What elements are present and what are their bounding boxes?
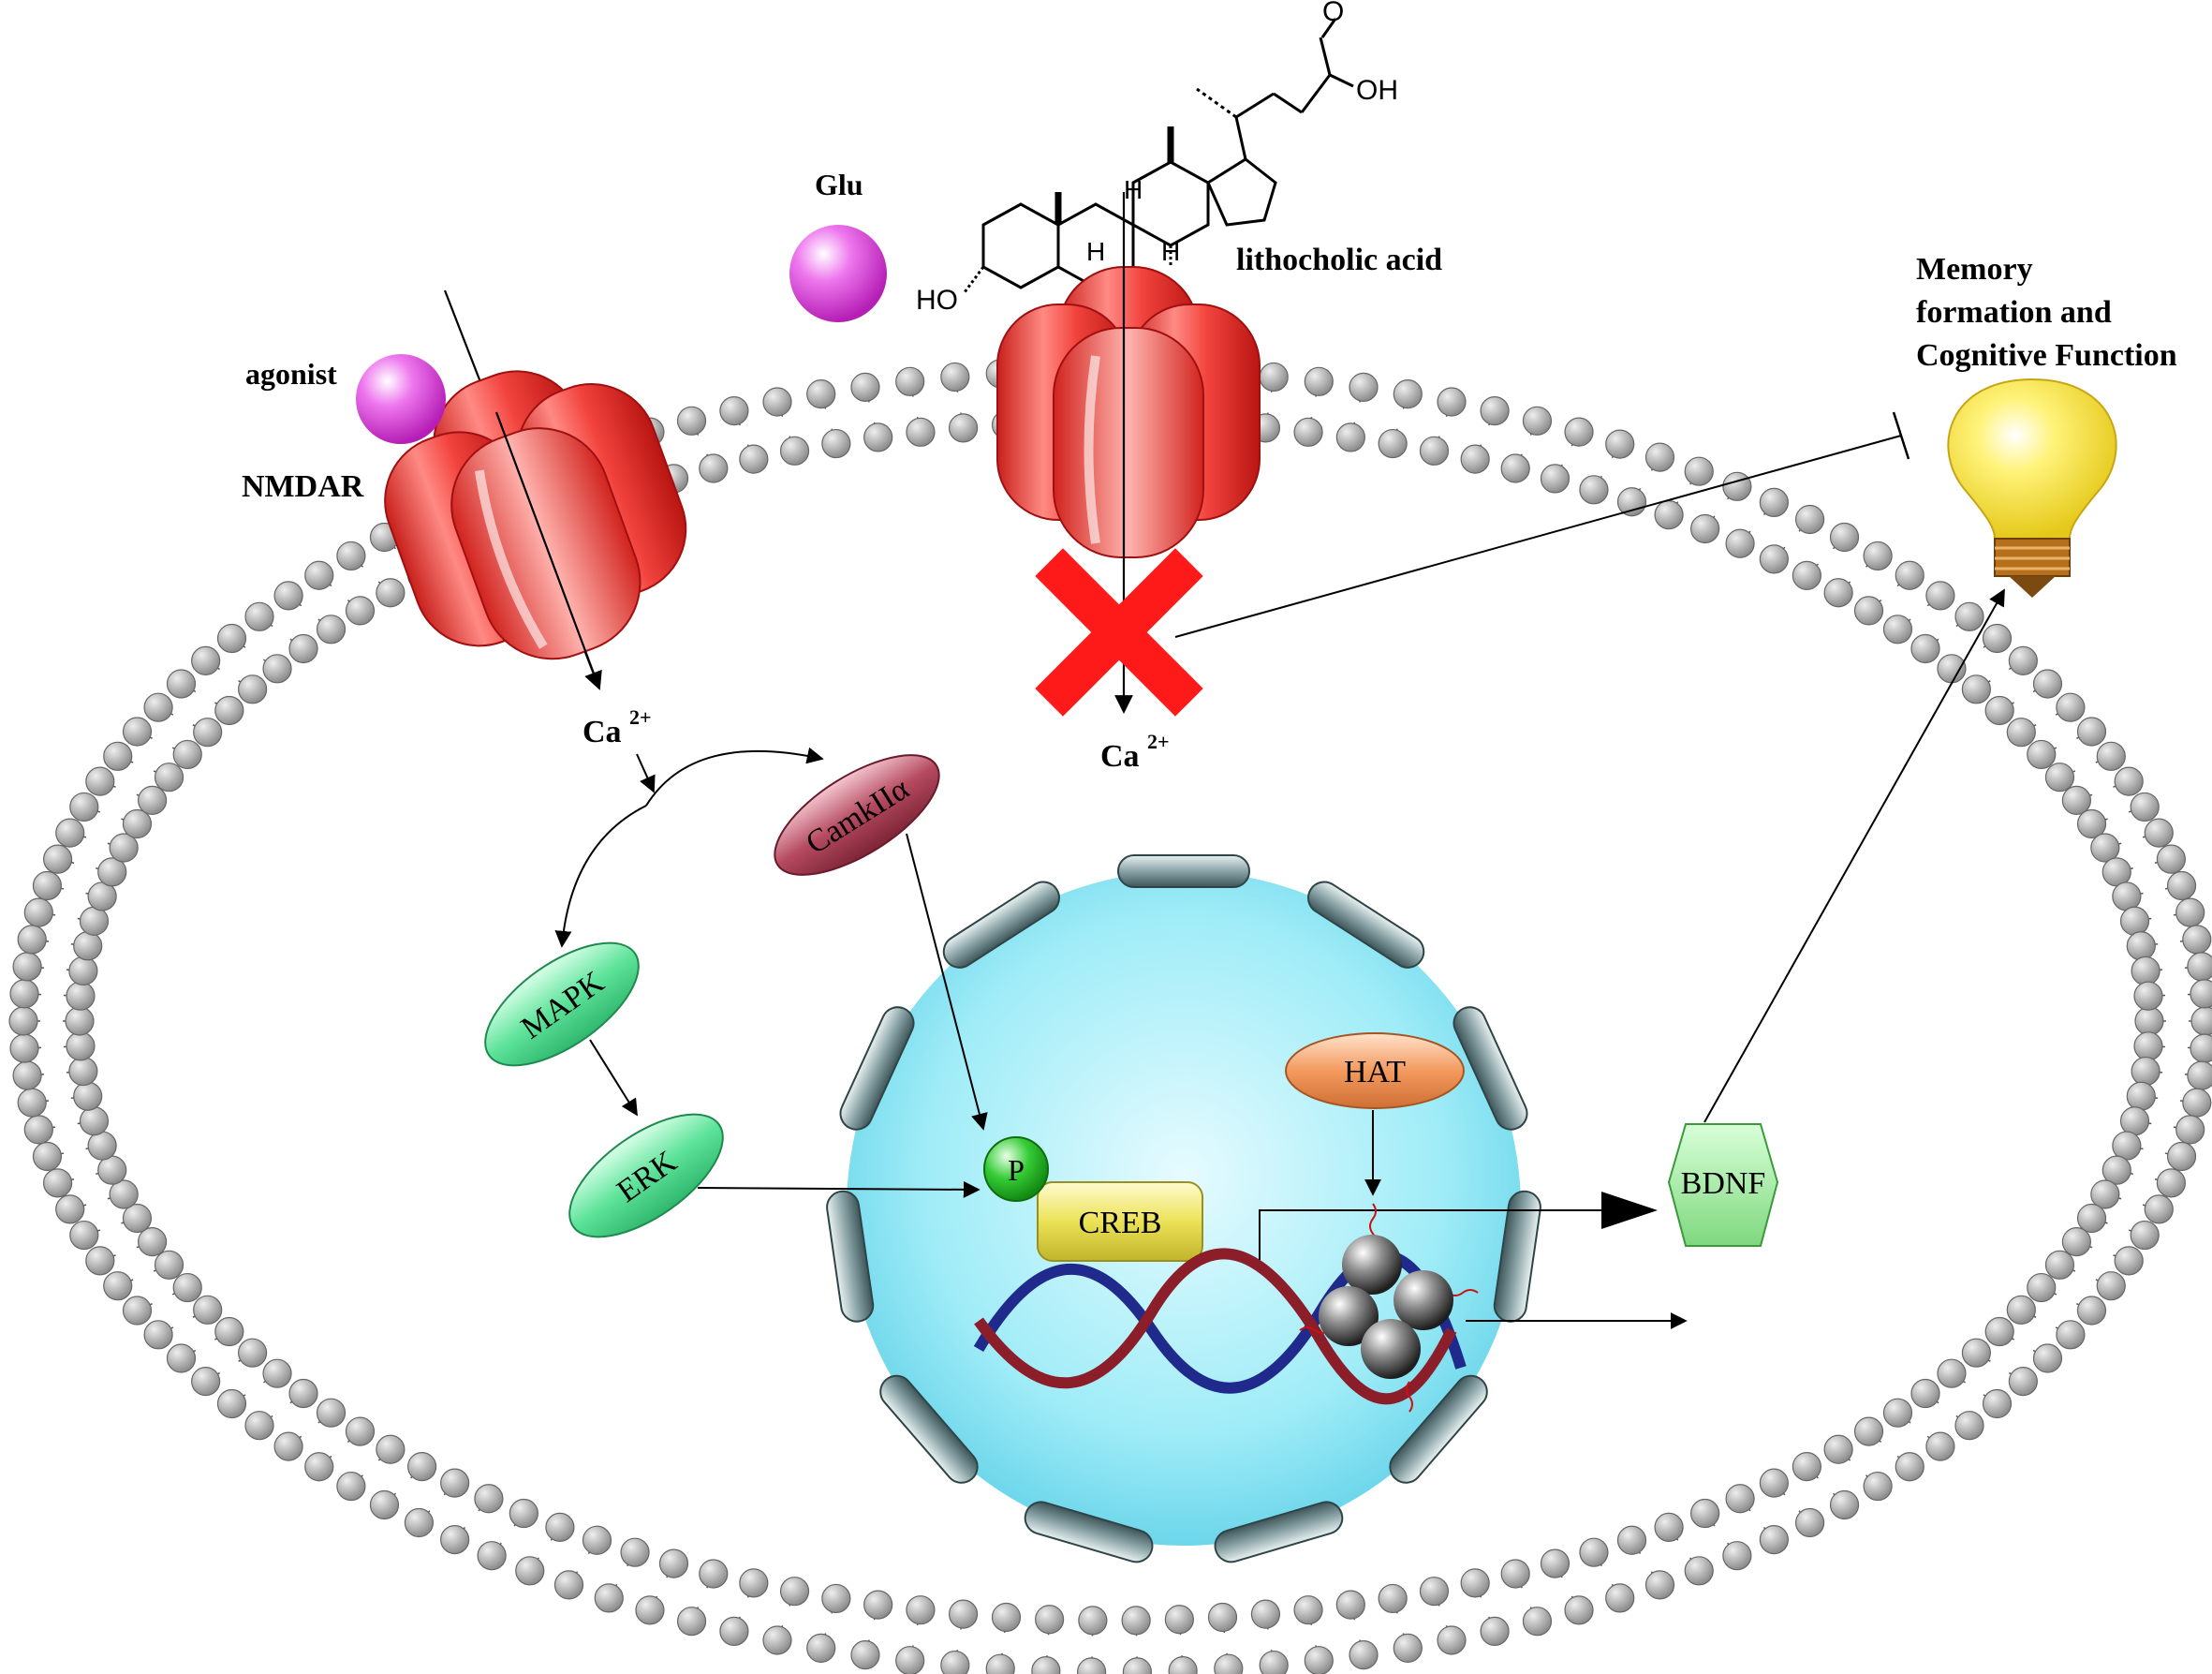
cell-membrane (8, 355, 2212, 1674)
agonist-ball (356, 354, 446, 444)
memory-label-line-3: Cognitive Function (1916, 338, 2177, 373)
nmdar-label: NMDAR (242, 469, 364, 504)
erk-node (568, 1113, 724, 1238)
transcription-line (1259, 1209, 1601, 1260)
memory-label-line-1: Memory (1916, 252, 2033, 287)
camkii-to-p-arrow (906, 833, 988, 1131)
ca-influx-line (494, 411, 601, 689)
block-x-icon (1035, 548, 1203, 717)
transcription-arrowhead (1601, 1192, 1658, 1229)
chem-h-bottom-1: H (1086, 237, 1105, 266)
chem-o: O (1322, 0, 1344, 27)
bdnf-node (1667, 1123, 1779, 1247)
ca-left-superscript: 2+ (629, 705, 652, 729)
lightbulb-icon (1947, 378, 2117, 598)
mapk-to-erk-arrow (589, 1039, 638, 1117)
hat-label: HAT (1344, 1055, 1406, 1089)
to-mapk-arrow (554, 805, 647, 948)
nuclear-envelope (826, 854, 1541, 1563)
chem-ho: HO (916, 285, 958, 316)
erk-to-p-arrow (697, 1180, 981, 1198)
chem-oh: OH (1356, 75, 1398, 106)
hat-node (1285, 1032, 1465, 1109)
to-camkii-arrow (645, 747, 824, 807)
p-ball (983, 1136, 1049, 1202)
chem-h-top: H (1124, 175, 1143, 204)
creb-label: CREB (1079, 1206, 1162, 1240)
bdnf-label: BDNF (1681, 1166, 1766, 1201)
lithocholic-acid-structure (963, 18, 1354, 309)
ca-left-label: Ca (582, 715, 622, 749)
mapk-node (484, 941, 640, 1067)
inhibition-bar (1892, 411, 1910, 460)
bdnf-to-memory-arrow (1703, 588, 2005, 1123)
glu-ball (789, 225, 887, 322)
blocked-receptor (996, 266, 1261, 558)
memory-label-line-2: formation and (1916, 295, 2112, 330)
p-label: P (1008, 1153, 1025, 1187)
inhibition-line (1174, 435, 1902, 638)
camkii-node (774, 754, 940, 876)
ca-right-label: Ca (1100, 739, 1140, 774)
agonist-label: agonist (245, 357, 337, 391)
histone-octamer (1319, 1235, 1453, 1379)
ca-to-signaling-arrow (636, 753, 656, 793)
chem-h-bottom-2: H (1161, 237, 1180, 266)
lithocholic-acid-label: lithocholic acid (1236, 243, 1442, 277)
ca-right-superscript: 2+ (1147, 730, 1170, 753)
creb-box (1037, 1181, 1203, 1262)
glu-label: Glu (815, 168, 863, 201)
